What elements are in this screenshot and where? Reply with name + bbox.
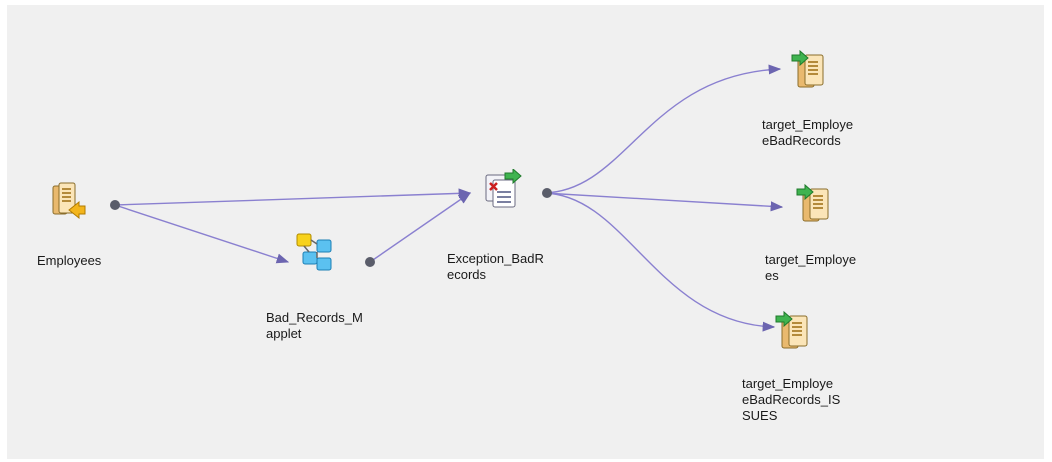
node-employees[interactable]: Employees [37, 180, 137, 270]
node-target-employee-bad-records-issues[interactable]: target_Employe eBadRecords_IS SUES [742, 310, 872, 440]
output-port[interactable] [110, 200, 120, 210]
node-label: Bad_Records_M applet [266, 310, 363, 341]
node-label: Employees [37, 253, 102, 268]
link-exception-to-target-issues[interactable] [543, 192, 776, 332]
node-label: Exception_BadR ecords [447, 251, 544, 282]
mapplet-icon [296, 233, 332, 271]
node-target-employee-bad-records[interactable]: target_Employe eBadRecords [750, 49, 870, 159]
link-employees-to-exception[interactable] [114, 188, 472, 206]
node-label: target_Employe eBadRecords_IS SUES [742, 376, 841, 423]
link-exception-to-target-bad-records[interactable] [543, 64, 782, 194]
target-table-icon [791, 49, 824, 88]
link-employees-to-mapplet[interactable] [114, 204, 290, 264]
target-table-icon [775, 310, 808, 349]
output-port[interactable] [542, 188, 552, 198]
link-exception-to-target-employees[interactable] [543, 192, 784, 212]
output-port[interactable] [365, 257, 375, 267]
source-table-icon [52, 182, 86, 220]
node-label: target_Employe es [765, 252, 857, 283]
node-bad-records-mapplet[interactable]: Bad_Records_M applet [266, 230, 395, 345]
link-mapplet-to-exception[interactable] [369, 192, 472, 263]
mapping-canvas[interactable]: Employees Bad_Records_M applet Exception… [7, 5, 1044, 459]
node-exception-badrecords[interactable]: Exception_BadR ecords [447, 168, 567, 283]
connection-layer [114, 64, 784, 332]
target-table-icon [796, 183, 829, 222]
node-label: target_Employe eBadRecords [762, 117, 854, 148]
node-target-employees[interactable]: target_Employe es [757, 183, 877, 293]
exception-transform-icon [485, 169, 522, 208]
